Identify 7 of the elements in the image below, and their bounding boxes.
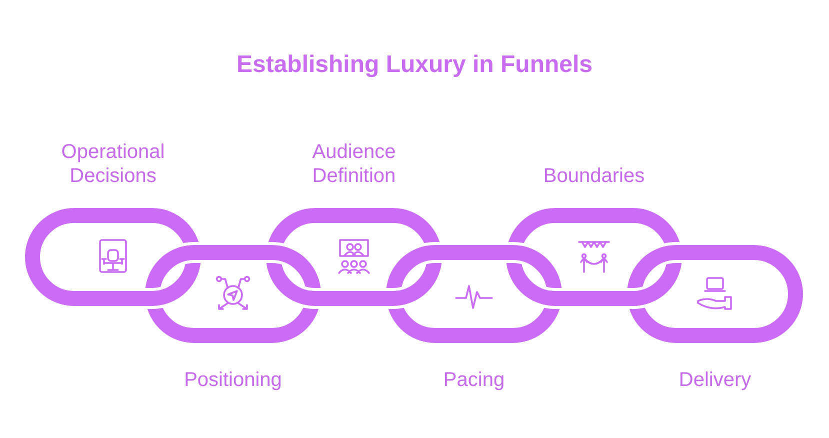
link-label: Operational Decisions — [61, 140, 165, 188]
link-label: Delivery — [678, 368, 752, 392]
link-label: Audience Definition — [312, 140, 396, 188]
link-label: Pacing — [443, 368, 505, 392]
link-label: Boundaries — [543, 164, 645, 188]
diagram-title: Establishing Luxury in Funnels — [236, 50, 593, 80]
link-label: Positioning — [184, 368, 282, 392]
